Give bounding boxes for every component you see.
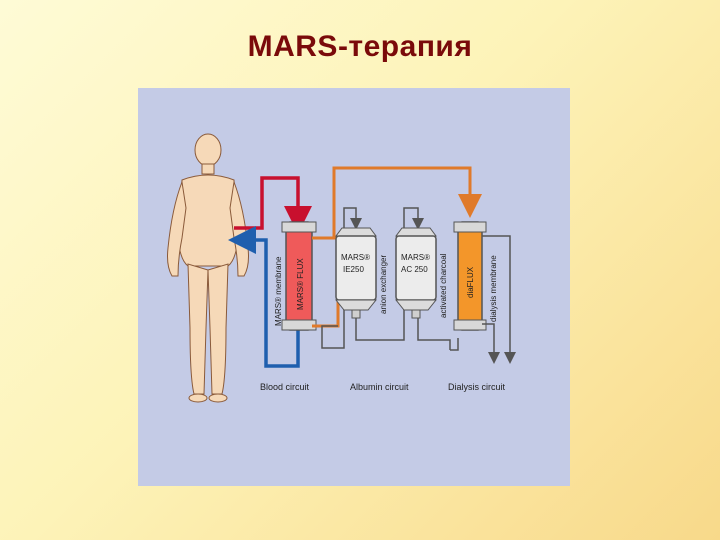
mars-flux-column (281, 221, 317, 331)
dialysis-membrane-label: dialysis membrane (489, 255, 498, 322)
venous-blood-line (228, 226, 300, 368)
human-body-figure (167, 133, 249, 403)
albumin-to-diaflux (450, 338, 459, 351)
mars-flux-label: MARS® FLUX (296, 258, 305, 310)
dialysate-out-line (482, 323, 500, 364)
mars-membrane-label: MARS® membrane (274, 256, 283, 326)
blood-circuit-caption: Blood circuit (260, 382, 310, 392)
page-title: MARS-терапия (247, 30, 473, 63)
ac250-name-line1: MARS® (401, 253, 430, 262)
ac250-name-line2: AC 250 (401, 265, 428, 274)
ie250-name-line2: IE250 (343, 265, 364, 274)
diaflux-label: diaFLUX (466, 266, 475, 298)
dialysate-in-line (482, 235, 516, 364)
ac250-return (417, 316, 451, 350)
activated-charcoal-cartridge (394, 227, 438, 319)
activated-charcoal-label: activated charcoal (439, 253, 448, 318)
anion-exchanger-cartridge (334, 227, 378, 319)
albumin-circuit-tube (312, 236, 340, 328)
ie250-name-line1: MARS® (341, 253, 370, 262)
albumin-top-loop (332, 166, 482, 238)
dialysis-column (453, 221, 487, 331)
mars-therapy-diagram: MARS® FLUX MARS® membrane MARS® IE250 an… (138, 88, 570, 486)
anion-exchanger-label: anion exchanger (379, 255, 388, 314)
dialysis-circuit-caption: Dialysis circuit (448, 382, 506, 392)
albumin-circuit-caption: Albumin circuit (350, 382, 409, 392)
albumin-to-ie250 (321, 207, 362, 349)
